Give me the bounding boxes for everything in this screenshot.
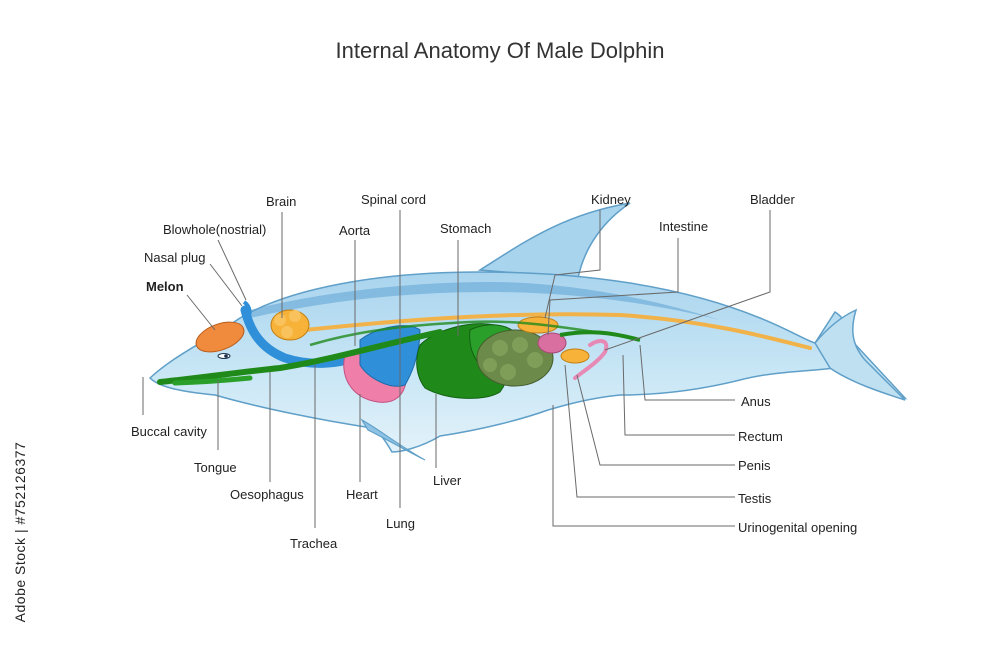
pectoral-flipper: [360, 418, 426, 461]
leader-intestine: [547, 238, 679, 336]
label-rectum: Rectum: [738, 429, 783, 444]
label-melon: Melon: [146, 279, 184, 294]
spinal-cord: [303, 312, 812, 350]
tongue: [172, 375, 253, 386]
label-bladder: Bladder: [750, 192, 795, 207]
label-heart: Heart: [346, 487, 378, 502]
melon: [195, 321, 245, 353]
leader-bladder: [604, 210, 771, 351]
leader-lines: [142, 210, 771, 528]
diagram-title: Internal Anatomy Of Male Dolphin: [335, 38, 665, 63]
airway: [240, 305, 365, 368]
label-urinogenital-opening: Urinogenital opening: [738, 520, 858, 535]
label-spinal-cord: Spinal cord: [361, 192, 427, 207]
leader-penis: [576, 374, 735, 466]
leader-anus: [639, 344, 735, 401]
label-nasal-plug: Nasal plug: [144, 250, 206, 265]
leader-urinogenital: [552, 405, 735, 527]
label-brain: Brain: [266, 194, 297, 209]
leader-melon: [186, 294, 216, 331]
bladder: [537, 332, 567, 354]
oesophagus: [157, 329, 443, 385]
stock-credit: Adobe Stock | #752126377: [10, 437, 30, 627]
brain: [270, 309, 310, 341]
label-blowhole: Blowhole(nostrial): [163, 222, 267, 237]
label-anus: Anus: [741, 394, 771, 409]
label-trachea: Trachea: [290, 536, 338, 551]
tail-fluke: [814, 308, 906, 401]
testis: [560, 348, 590, 364]
label-penis: Penis: [738, 458, 771, 473]
label-oesophagus: Oesophagus: [230, 487, 304, 502]
penis: [573, 338, 609, 380]
back-stripe: [250, 282, 720, 320]
leader-blowhole: [217, 239, 247, 301]
label-intestine: Intestine: [659, 219, 709, 234]
label-kidney: Kidney: [591, 192, 631, 207]
stock-credit-text: Adobe Stock | #752126377: [12, 441, 28, 623]
leader-kidney: [544, 210, 601, 319]
label-liver: Liver: [433, 473, 462, 488]
leader-testis: [564, 364, 735, 498]
label-testis: Testis: [738, 491, 772, 506]
label-tongue: Tongue: [194, 460, 237, 475]
dorsal-fin: [477, 202, 631, 279]
blowhole-plug: [242, 300, 252, 322]
rectum: [559, 330, 641, 342]
label-buccal-cavity: Buccal cavity: [131, 424, 207, 439]
leader-rectum: [622, 354, 735, 436]
aorta: [309, 320, 596, 347]
dolphin-eye: [217, 353, 231, 359]
label-aorta: Aorta: [339, 223, 371, 238]
label-lung: Lung: [386, 516, 415, 531]
label-stomach: Stomach: [440, 221, 492, 236]
intestine: [476, 329, 554, 387]
leader-nasal-plug: [209, 263, 243, 307]
